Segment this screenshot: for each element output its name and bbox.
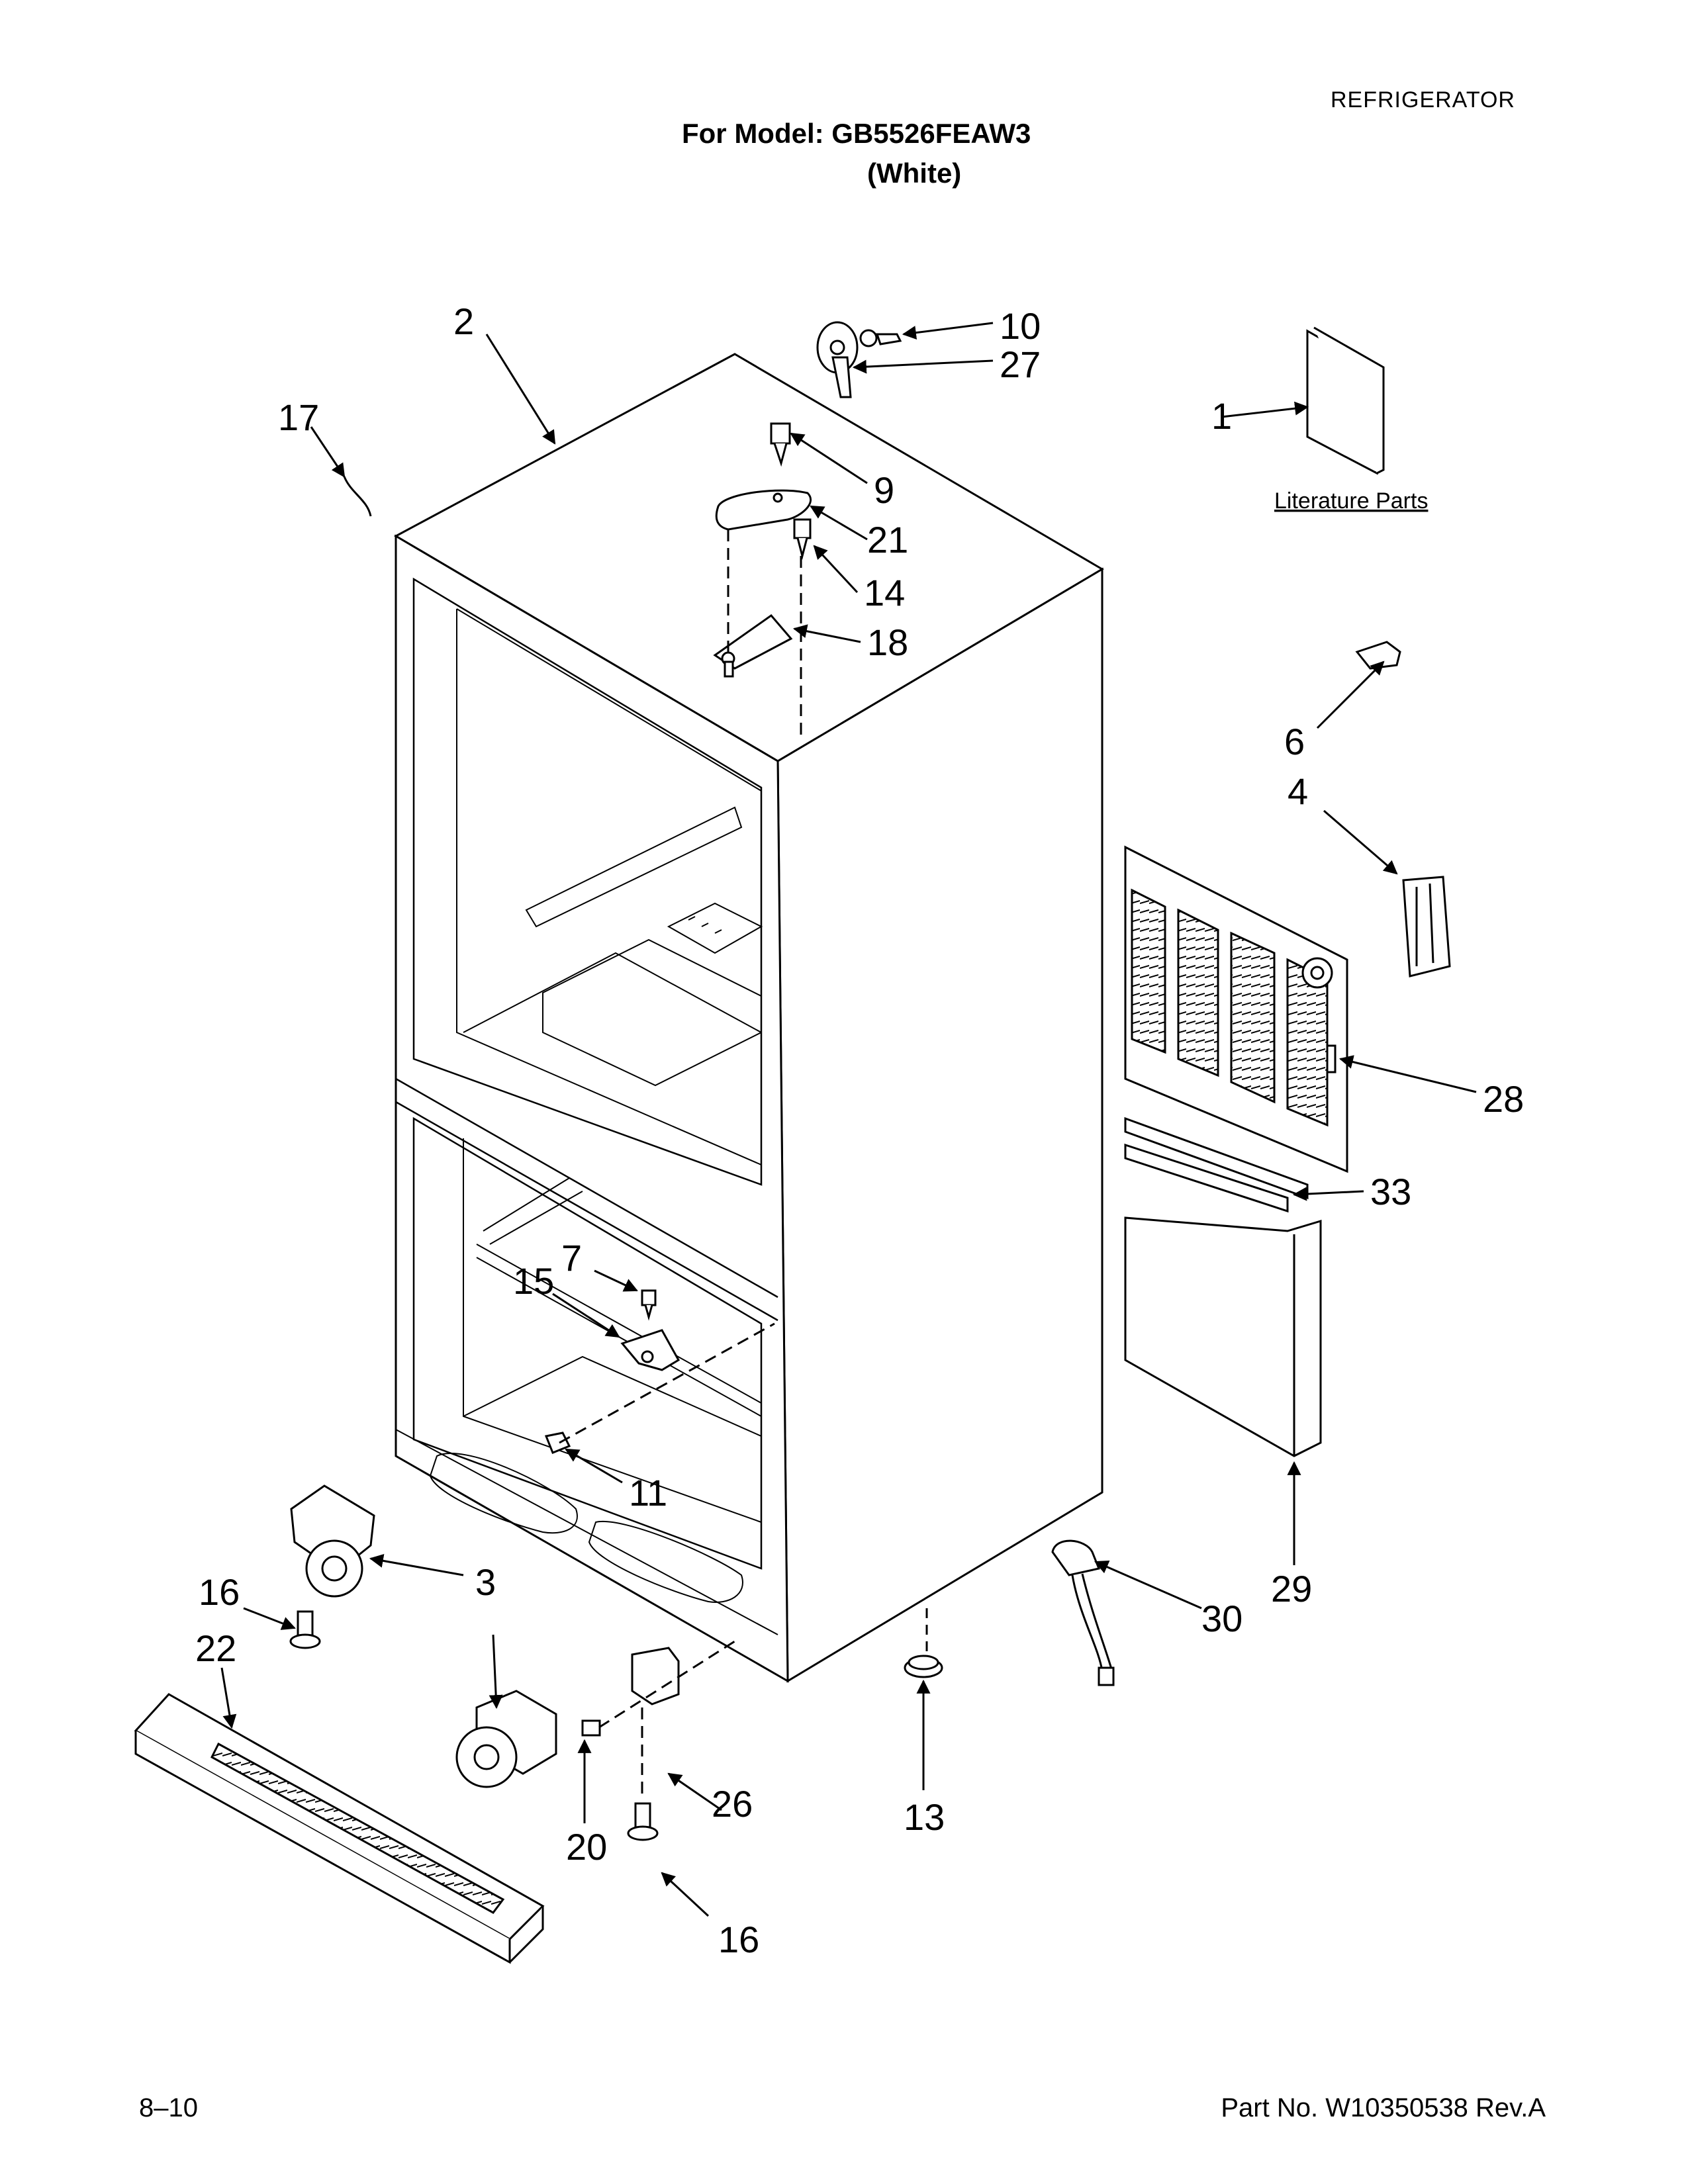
callout-14: 14 (864, 572, 905, 614)
clip-parts (1355, 641, 1451, 978)
literature-book (1306, 326, 1385, 475)
cabinet (393, 353, 1104, 1683)
callout-18: 18 (867, 621, 908, 663)
roller-assembly-front (289, 1484, 375, 1649)
callout-3: 3 (475, 1561, 496, 1603)
callout-15: 15 (513, 1260, 554, 1302)
callout-9: 9 (874, 469, 894, 511)
model-title: For Model: GB5526FEAW3 (682, 118, 1031, 149)
leader-lines (220, 322, 1477, 1917)
top-hinge-assembly (713, 422, 812, 735)
roller-assembly-rear (455, 1640, 735, 1841)
section-title: REFRIGERATOR (1331, 87, 1515, 113)
callout-11: 11 (629, 1472, 667, 1514)
callout-28: 28 (1483, 1078, 1524, 1120)
callout-27: 27 (1000, 343, 1041, 385)
base-grille (134, 1693, 545, 1964)
page-number: 8–10 (139, 2093, 198, 2122)
callout-13: 13 (904, 1796, 945, 1838)
callout-10: 10 (1000, 305, 1041, 347)
toe-strip-and-cover (1124, 1116, 1322, 1457)
callout-20: 20 (566, 1826, 607, 1868)
callout-1: 1 (1211, 395, 1232, 437)
freezer-hinge-parts (544, 1289, 775, 1454)
leveling-foot (904, 1608, 943, 1678)
callout-4: 4 (1288, 770, 1308, 812)
door-stop-part (816, 321, 902, 398)
callout-33: 33 (1370, 1171, 1411, 1212)
model-color: (White) (867, 158, 962, 189)
callout-22: 22 (195, 1627, 236, 1669)
callout-30: 30 (1201, 1598, 1243, 1639)
callout-21: 21 (867, 519, 908, 561)
callout-16-rear: 16 (718, 1919, 759, 1960)
callout-17: 17 (278, 396, 319, 438)
callout-29: 29 (1271, 1568, 1312, 1610)
part-number: Part No. W10350538 Rev.A (1221, 2093, 1546, 2122)
literature-parts-label: Literature Parts (1274, 488, 1428, 514)
callout-numbers: 1 2 3 4 6 7 9 10 11 13 14 15 16 16 17 18… (195, 300, 1524, 1960)
wire-harness (1051, 1539, 1115, 1686)
callout-6: 6 (1284, 721, 1305, 762)
callout-26: 26 (712, 1783, 753, 1825)
callout-2: 2 (453, 300, 474, 342)
callout-16-front: 16 (199, 1571, 240, 1613)
callout-7: 7 (561, 1237, 582, 1279)
rear-access-panel (1124, 845, 1348, 1173)
